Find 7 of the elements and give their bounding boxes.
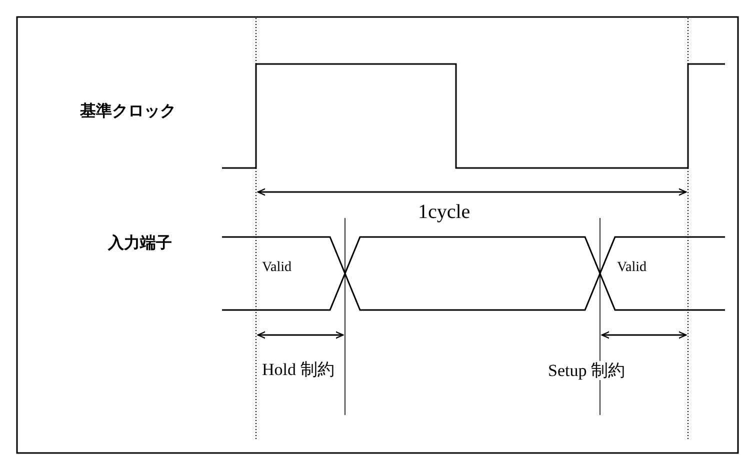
signal-name: 入力端子 — [108, 235, 172, 251]
dimension-label: Hold 制約 — [262, 361, 334, 378]
dimension-label: 1cycle — [418, 202, 470, 222]
state-label: Valid — [262, 261, 292, 275]
signal-name: 基準クロック — [80, 103, 176, 119]
state-label: Valid — [617, 261, 647, 275]
dimension-label: Setup 制約 — [546, 361, 627, 380]
